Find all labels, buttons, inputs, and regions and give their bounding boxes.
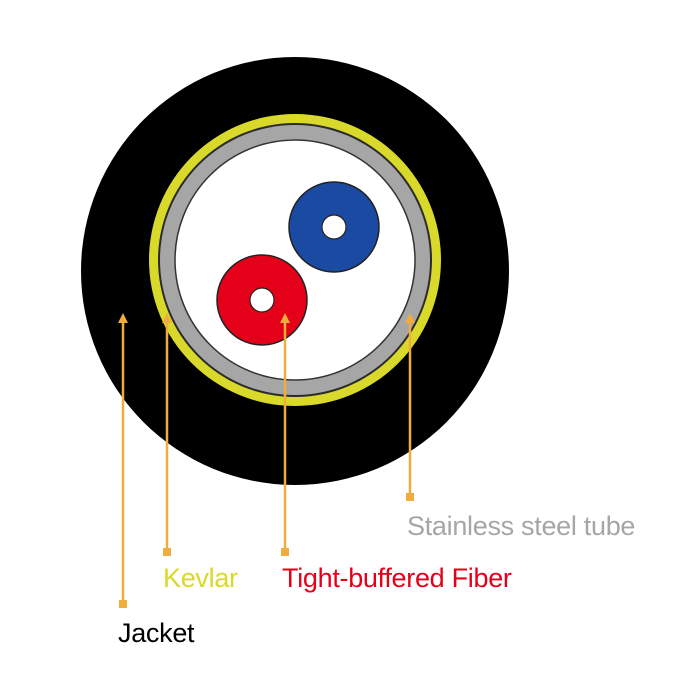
kevlar-label: Kevlar — [163, 563, 238, 593]
steel-leader-arrow — [405, 313, 415, 323]
kevlar-leader-arrow — [162, 313, 172, 323]
jacket-leader-arrow — [118, 313, 128, 323]
fiber-label: Tight-buffered Fiber — [282, 563, 512, 593]
tube-interior — [174, 139, 416, 381]
jacket-leader-end — [119, 600, 127, 608]
fiber-red-core — [249, 287, 275, 313]
steel-tube-label: Stainless steel tube — [407, 511, 636, 541]
fiber-leader-end — [281, 548, 289, 556]
steel-leader-end — [406, 493, 414, 501]
fiber-blue-core — [321, 214, 347, 240]
fiber-leader-arrow — [280, 313, 290, 323]
jacket-label: Jacket — [118, 618, 195, 648]
leader-lines — [118, 313, 415, 608]
kevlar-leader-end — [163, 548, 171, 556]
